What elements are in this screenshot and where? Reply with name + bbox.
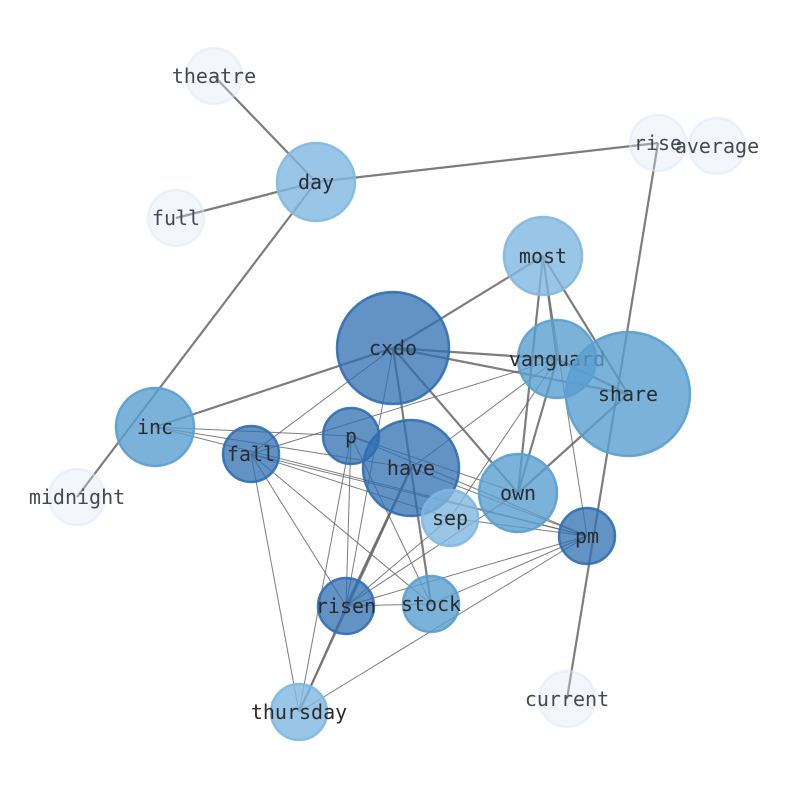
edge-day-rise	[315, 141, 659, 184]
node-current: current	[525, 669, 609, 729]
node-circle-full	[146, 188, 206, 248]
node-full: full	[146, 188, 206, 248]
node-label-stock: stock	[401, 592, 461, 616]
edge-vanguard-fall	[250, 358, 558, 455]
edge-fall-risen	[250, 453, 347, 607]
node-sep: sep	[420, 488, 480, 548]
node-circle-pm	[557, 506, 617, 566]
node-label-midnight: midnight	[29, 485, 125, 509]
node-label-pm: pm	[575, 524, 599, 548]
node-circle-midnight	[47, 467, 107, 527]
node-label-rise: rise	[634, 131, 682, 155]
node-fall: fall	[221, 424, 281, 484]
edge-pm-risen	[345, 535, 588, 607]
node-circle-cxdo	[335, 290, 451, 406]
node-inc: inc	[114, 386, 196, 468]
node-label-current: current	[525, 687, 609, 711]
node-circle-average	[687, 116, 747, 176]
node-circle-share	[564, 330, 692, 458]
node-circle-thursday	[269, 682, 329, 742]
node-circle-theatre	[184, 46, 244, 106]
node-own: own	[477, 452, 559, 534]
node-label-theatre: theatre	[172, 64, 256, 88]
node-p: p	[321, 406, 381, 466]
node-thursday: thursday	[251, 682, 347, 742]
node-stock: stock	[401, 574, 461, 634]
edge-fall-stock	[250, 453, 432, 605]
node-circle-most	[502, 215, 584, 297]
node-average: average	[675, 116, 759, 176]
node-label-inc: inc	[137, 415, 173, 439]
node-circle-fall	[221, 424, 281, 484]
node-label-full: full	[152, 206, 200, 230]
edge-day-midnight	[76, 181, 317, 498]
node-day: day	[275, 141, 357, 223]
node-circle-risen	[316, 576, 376, 636]
node-label-fall: fall	[227, 442, 275, 466]
node-label-thursday: thursday	[251, 700, 347, 724]
node-label-p: p	[345, 424, 357, 448]
node-pm: pm	[557, 506, 617, 566]
node-label-risen: risen	[316, 594, 376, 618]
node-rise: rise	[628, 113, 688, 173]
node-circle-have	[361, 418, 461, 518]
node-label-own: own	[500, 481, 536, 505]
node-label-day: day	[298, 170, 334, 194]
node-risen: risen	[316, 576, 376, 636]
node-label-have: have	[387, 456, 435, 480]
node-label-most: most	[519, 244, 567, 268]
edge-p-thursday	[298, 435, 352, 713]
node-label-share: share	[598, 382, 658, 406]
node-circle-own	[477, 452, 559, 534]
node-label-average: average	[675, 134, 759, 158]
node-have: have	[361, 418, 461, 518]
node-most: most	[502, 215, 584, 297]
node-circle-current	[537, 669, 597, 729]
node-circle-day	[275, 141, 357, 223]
node-circle-rise	[628, 113, 688, 173]
node-theatre: theatre	[172, 46, 256, 106]
node-cxdo: cxdo	[335, 290, 451, 406]
node-midnight: midnight	[29, 467, 125, 527]
node-circle-sep	[420, 488, 480, 548]
node-circle-stock	[401, 574, 461, 634]
node-label-cxdo: cxdo	[369, 336, 417, 360]
node-label-sep: sep	[432, 506, 468, 530]
node-share: share	[564, 330, 692, 458]
node-circle-inc	[114, 386, 196, 468]
edge-fall-thursday	[250, 453, 300, 713]
